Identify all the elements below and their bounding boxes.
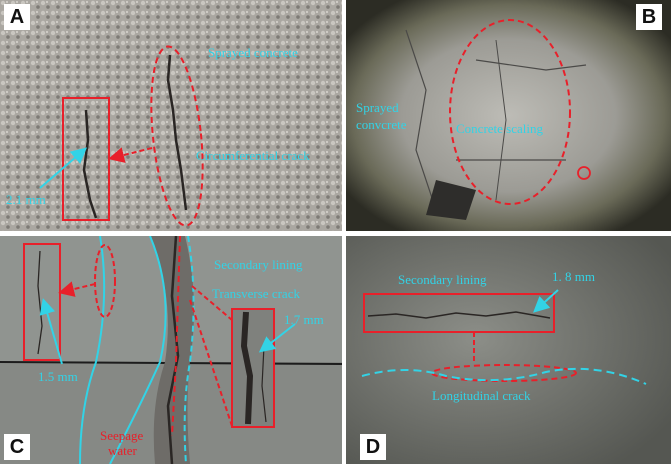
panel-d: D Secondary lining 1. 8 mm Longitudinal … (346, 236, 671, 464)
seepage-outline-red (171, 236, 181, 437)
panel-d-letter: D (360, 434, 386, 460)
panel-d-label-longitudinal: Longitudinal crack (432, 388, 531, 403)
seepage-outline-cyan (183, 236, 195, 464)
crack-ellipse (94, 244, 116, 318)
panel-c-label-water: water (108, 443, 137, 458)
cyan-arrow (39, 298, 63, 365)
panel-d-label-width: 1. 8 mm (552, 269, 595, 284)
seepage-crack (166, 236, 180, 464)
red-dashed-arrow (189, 299, 233, 427)
panel-c-label-seepage: Seepage (100, 428, 144, 443)
crack-line (166, 54, 188, 211)
panel-b-label-sprayed: Sprayed (356, 100, 399, 115)
panel-c-label-width-left: 1.5 mm (38, 369, 78, 384)
crack-ellipse (431, 364, 577, 382)
panel-a-label-circumferential: Circumferential crack (196, 148, 310, 163)
panel-b-letter: B (636, 4, 662, 30)
crack-line (82, 109, 98, 219)
panel-c-label-secondary: Secondary lining (214, 257, 303, 272)
longitudinal-crack (361, 367, 647, 385)
panel-c-letter: C (4, 434, 30, 460)
crack-box-right (231, 308, 275, 428)
panel-d-graphics (346, 236, 671, 464)
seepage-outline-cyan (109, 236, 167, 464)
panel-b: B Sprayed convcrete Concrete scaling (346, 0, 671, 231)
panel-a: A Sprayed concrete Circumferential crack… (0, 0, 342, 231)
cyan-arrow (258, 323, 296, 353)
crack-box-left (23, 243, 61, 361)
crack-ellipse (150, 45, 204, 227)
crack-box (363, 293, 555, 333)
red-dashed-arrow (191, 285, 233, 321)
small-red-circle (577, 166, 591, 180)
scaling-ellipse (449, 19, 571, 205)
panel-b-label-convcrete: convcrete (356, 117, 407, 132)
panel-d-label-secondary: Secondary lining (398, 272, 487, 287)
panel-a-label-width: 2.1 mm (6, 192, 46, 207)
panel-c-label-transverse: Transverse crack (212, 286, 300, 301)
panel-c: C Secondary lining Transverse crack 1.7 … (0, 236, 342, 464)
red-dashed-arrow (58, 281, 96, 297)
panel-c-label-width-right: 1.7 mm (284, 312, 324, 327)
panel-b-label-scaling: Concrete scaling (456, 121, 543, 136)
panel-a-label-sprayed: Sprayed concrete (208, 45, 298, 60)
panel-b-graphics (346, 0, 671, 231)
panel-a-graphics (0, 0, 342, 231)
seepage-outline-cyan (79, 236, 106, 464)
cyan-arrow (533, 289, 559, 313)
cyan-arrow (39, 147, 88, 189)
panel-a-letter: A (4, 4, 30, 30)
red-arrow (108, 147, 153, 163)
panel-c-graphics (0, 236, 342, 464)
